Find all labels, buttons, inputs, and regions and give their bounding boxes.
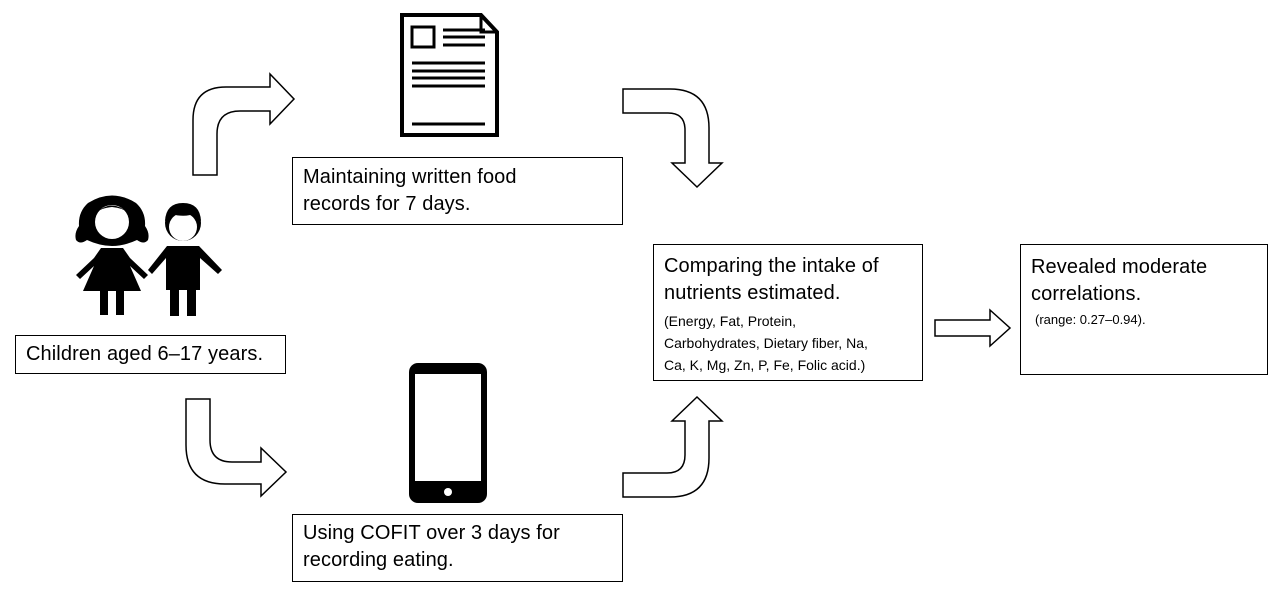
written-records-box: Maintaining written food records for 7 d… xyxy=(292,157,623,225)
cofit-box: Using COFIT over 3 days for recording ea… xyxy=(292,514,623,582)
comparison-box: Comparing the intake of nutrients estima… xyxy=(653,244,923,381)
arrow-children-to-cofit xyxy=(185,398,288,498)
cofit-line-2: recording eating. xyxy=(303,549,454,571)
comparison-detail-line-2: Carbohydrates, Dietary fiber, Na, xyxy=(664,335,868,351)
arrow-cofit-to-compare xyxy=(622,395,724,498)
arrow-written-to-compare xyxy=(622,88,724,189)
result-detail: (range: 0.27–0.94). xyxy=(1035,312,1146,327)
document-icon xyxy=(400,13,499,137)
written-records-line-1: Maintaining written food xyxy=(303,166,517,188)
comparison-detail-line-1: (Energy, Fat, Protein, xyxy=(664,313,797,329)
children-icon xyxy=(75,195,222,316)
arrow-children-to-written xyxy=(192,72,296,176)
written-records-line-2: records for 7 days. xyxy=(303,193,471,215)
population-box: Children aged 6–17 years. xyxy=(15,335,286,374)
result-title-line-1: Revealed moderate xyxy=(1031,256,1208,278)
comparison-title-line-1: Comparing the intake of xyxy=(664,255,879,277)
comparison-title-line-2: nutrients estimated. xyxy=(664,282,841,304)
smartphone-icon xyxy=(409,363,487,503)
population-text: Children aged 6–17 years. xyxy=(26,343,264,365)
arrow-compare-to-result xyxy=(934,308,1012,348)
result-title-line-2: correlations. xyxy=(1031,283,1142,305)
comparison-detail-line-3: Ca, K, Mg, Zn, P, Fe, Folic acid.) xyxy=(664,357,866,373)
cofit-line-1: Using COFIT over 3 days for xyxy=(303,522,560,544)
result-box: Revealed moderate correlations. (range: … xyxy=(1020,244,1268,375)
